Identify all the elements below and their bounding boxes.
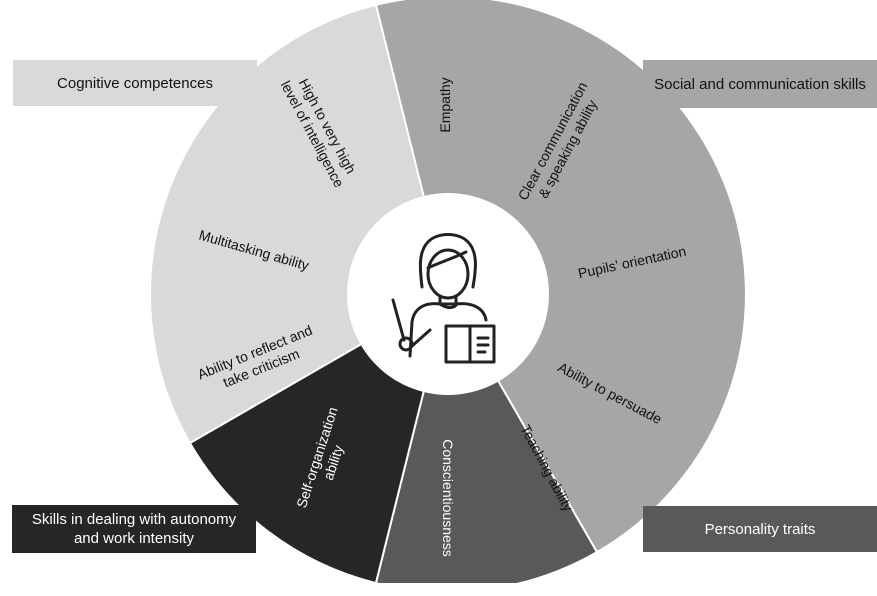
- center-circle: [347, 193, 549, 395]
- category-personality-traits: Personality traits: [643, 506, 877, 552]
- category-label: Cognitive competences: [57, 74, 213, 92]
- category-autonomy-work-intensity: Skills in dealing with autonomy and work…: [12, 505, 256, 553]
- category-label: Skills in dealing with autonomy and work…: [31, 511, 237, 547]
- category-label: Personality traits: [704, 520, 816, 538]
- segment-label: Empathy: [437, 77, 453, 132]
- category-social-communication-skills: Social and communication skills: [643, 60, 877, 108]
- teacher-icon: [391, 233, 496, 364]
- category-label: Social and communication skills: [654, 75, 866, 93]
- category-cognitive-competences: Cognitive competences: [13, 60, 257, 106]
- sector-social-communication: [374, 0, 747, 554]
- segment-label: Conscientiousness: [440, 439, 456, 557]
